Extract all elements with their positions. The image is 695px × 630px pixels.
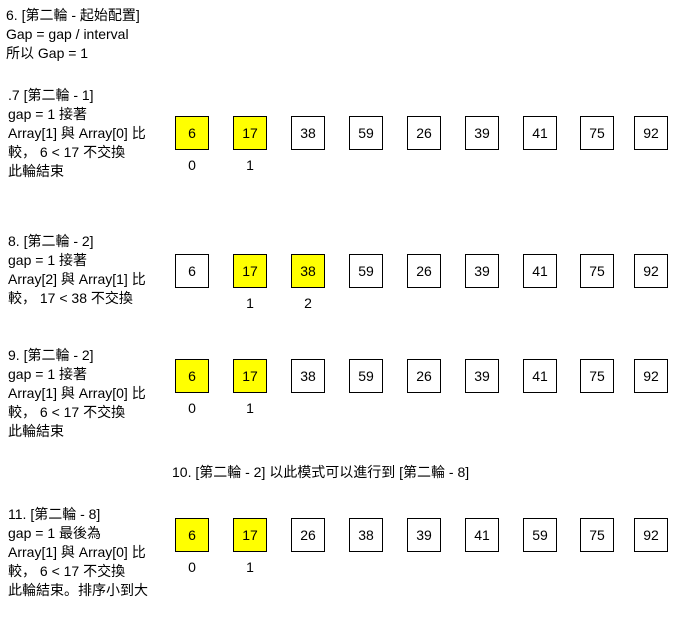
array-cell: 92 xyxy=(634,359,668,393)
intro-line: 所以 Gap = 1 xyxy=(6,45,89,61)
step-description: 8. [第二輪 - 2] gap = 1 接著 Array[2] 與 Array… xyxy=(8,232,163,308)
step-line: 較， 17 < 38 不交換 xyxy=(8,290,133,306)
step-line: Array[1] 與 Array[0] 比 xyxy=(8,385,146,401)
array-cell: 38 xyxy=(291,359,325,393)
index-label: 1 xyxy=(246,400,254,416)
step-line: gap = 1 接著 xyxy=(8,366,87,382)
array-cell: 41 xyxy=(523,116,557,150)
index-label: 0 xyxy=(188,157,196,173)
array-cell: 39 xyxy=(465,359,499,393)
array-cell: 59 xyxy=(349,116,383,150)
step-line: .7 [第二輪 - 1] xyxy=(8,87,94,103)
array-cell: 59 xyxy=(523,518,557,552)
step-line: gap = 1 最後為 xyxy=(8,525,101,541)
array-cell: 41 xyxy=(465,518,499,552)
array-cell: 39 xyxy=(407,518,441,552)
step-line: 此輪結束 xyxy=(8,423,64,439)
step-line: Array[1] 與 Array[0] 比 xyxy=(8,125,146,141)
array-cell: 38 xyxy=(291,254,325,288)
array-cell: 92 xyxy=(634,254,668,288)
array-cell: 26 xyxy=(407,116,441,150)
array-cell: 41 xyxy=(523,359,557,393)
step-line: 11. [第二輪 - 8] xyxy=(8,506,101,522)
step-description: 11. [第二輪 - 8] gap = 1 最後為 Array[1] 與 Arr… xyxy=(8,505,163,600)
array-cell: 39 xyxy=(465,116,499,150)
array-cell: 41 xyxy=(523,254,557,288)
step-description: 9. [第二輪 - 2] gap = 1 接著 Array[1] 與 Array… xyxy=(8,346,163,441)
array-cell: 26 xyxy=(407,254,441,288)
index-label: 1 xyxy=(246,295,254,311)
array-cell: 26 xyxy=(291,518,325,552)
step-line: 較， 6 < 17 不交換 xyxy=(8,144,126,160)
step-line: Array[2] 與 Array[1] 比 xyxy=(8,271,146,287)
array-cell: 6 xyxy=(175,518,209,552)
array-cell: 17 xyxy=(233,518,267,552)
array-cell: 92 xyxy=(634,518,668,552)
array-cell: 6 xyxy=(175,116,209,150)
step-line: gap = 1 接著 xyxy=(8,106,87,122)
intro-line: Gap = gap / interval xyxy=(6,26,129,42)
index-label: 0 xyxy=(188,559,196,575)
array-cell: 26 xyxy=(407,359,441,393)
array-cell: 92 xyxy=(634,116,668,150)
index-label: 0 xyxy=(188,400,196,416)
step-description: .7 [第二輪 - 1] gap = 1 接著 Array[1] 與 Array… xyxy=(8,86,163,181)
step-line: 較， 6 < 17 不交換 xyxy=(8,563,126,579)
step-line: 較， 6 < 17 不交換 xyxy=(8,404,126,420)
array-cell: 17 xyxy=(233,116,267,150)
array-cell: 75 xyxy=(580,359,614,393)
index-label: 1 xyxy=(246,157,254,173)
index-label: 2 xyxy=(304,295,312,311)
array-cell: 59 xyxy=(349,254,383,288)
array-cell: 17 xyxy=(233,359,267,393)
array-cell: 75 xyxy=(580,518,614,552)
array-cell: 17 xyxy=(233,254,267,288)
continuation-note: 10. [第二輪 - 2] 以此模式可以進行到 [第二輪 - 8] xyxy=(172,464,470,480)
array-cell: 6 xyxy=(175,359,209,393)
array-cell: 39 xyxy=(465,254,499,288)
array-cell: 59 xyxy=(349,359,383,393)
intro-line: 6. [第二輪 - 起始配置] xyxy=(6,7,140,23)
step-line: 9. [第二輪 - 2] xyxy=(8,347,94,363)
step-line: Array[1] 與 Array[0] 比 xyxy=(8,544,146,560)
array-cell: 75 xyxy=(580,116,614,150)
intro-text: 6. [第二輪 - 起始配置] Gap = gap / interval 所以 … xyxy=(6,6,196,63)
array-cell: 6 xyxy=(175,254,209,288)
step-line: 8. [第二輪 - 2] xyxy=(8,233,94,249)
step-line: gap = 1 接著 xyxy=(8,252,87,268)
array-cell: 38 xyxy=(291,116,325,150)
array-cell: 75 xyxy=(580,254,614,288)
array-cell: 38 xyxy=(349,518,383,552)
step-line: 此輪結束。排序小到大 xyxy=(8,582,148,598)
step-line: 此輪結束 xyxy=(8,163,64,179)
index-label: 1 xyxy=(246,559,254,575)
